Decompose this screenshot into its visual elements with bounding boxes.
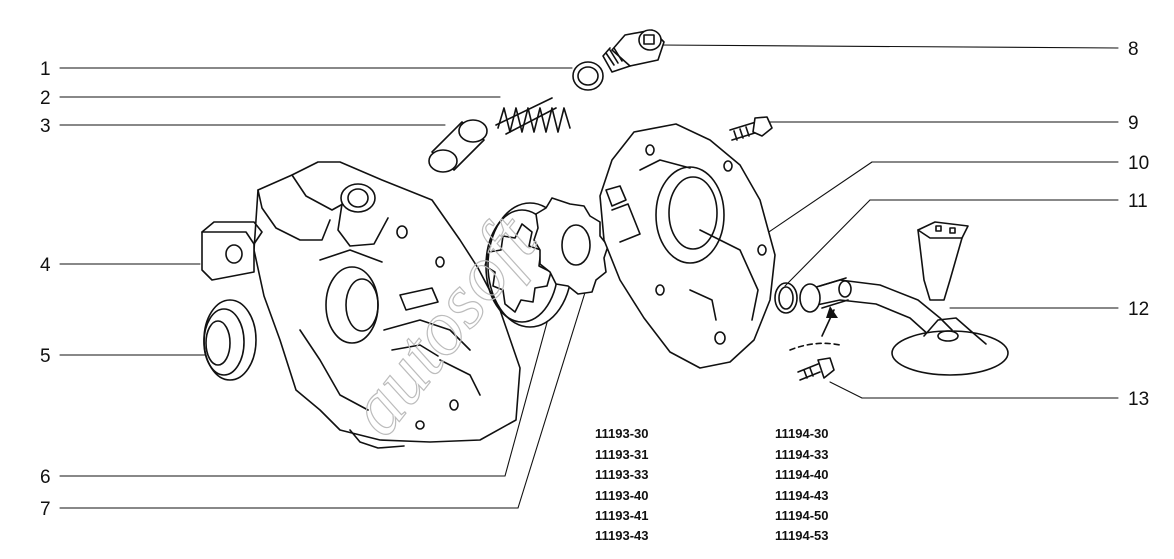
spring-part bbox=[495, 97, 571, 135]
part-code: 11193-41 bbox=[595, 508, 649, 523]
callout-numbers: 1 2 3 4 5 6 7 8 9 10 11 12 13 bbox=[40, 39, 1149, 520]
pump-cover-part bbox=[599, 123, 776, 369]
mounting-bracket-part bbox=[201, 221, 263, 281]
leader-lines bbox=[59, 44, 1119, 509]
part-code: 11194-33 bbox=[775, 447, 829, 462]
callout-6: 6 bbox=[40, 467, 51, 488]
bolt-part bbox=[729, 116, 773, 141]
valve-piston-part bbox=[428, 119, 488, 173]
pump-housing-part bbox=[253, 161, 521, 449]
callout-9: 9 bbox=[1128, 113, 1139, 134]
callout-1: 1 bbox=[40, 59, 51, 80]
part-code: 11194-30 bbox=[775, 426, 829, 441]
screw-part bbox=[789, 309, 841, 381]
part-code: 11194-43 bbox=[775, 488, 829, 503]
callout-2: 2 bbox=[40, 88, 51, 109]
part-code: 11194-40 bbox=[775, 467, 829, 482]
plug-screw-part bbox=[602, 29, 665, 73]
part-code: 11194-53 bbox=[775, 528, 829, 543]
callout-5: 5 bbox=[40, 346, 51, 367]
part-code: 11194-50 bbox=[775, 508, 829, 523]
part-code: 11193-40 bbox=[595, 488, 649, 503]
inner-rotor-part bbox=[533, 197, 609, 295]
callout-4: 4 bbox=[40, 255, 51, 276]
callout-11: 11 bbox=[1128, 191, 1148, 212]
callout-10: 10 bbox=[1128, 153, 1149, 174]
part-codes-left: 11193-30 11193-31 11193-33 11193-40 1119… bbox=[595, 426, 649, 543]
part-code: 11193-33 bbox=[595, 467, 649, 482]
arrow-icon bbox=[826, 306, 838, 318]
suction-pipe-part bbox=[799, 221, 1009, 376]
callout-12: 12 bbox=[1128, 299, 1149, 320]
part-code: 11193-31 bbox=[595, 447, 649, 462]
part-codes-right: 11194-30 11194-33 11194-40 11194-43 1119… bbox=[775, 426, 829, 543]
callout-3: 3 bbox=[40, 116, 51, 137]
o-ring-part bbox=[774, 282, 798, 314]
callout-8: 8 bbox=[1128, 39, 1139, 60]
part-code: 11193-30 bbox=[595, 426, 649, 441]
callout-13: 13 bbox=[1128, 389, 1149, 410]
shaft-seal-part bbox=[203, 299, 257, 381]
callout-7: 7 bbox=[40, 499, 51, 520]
part-code: 11193-43 bbox=[595, 528, 649, 543]
seal-ring-part bbox=[572, 61, 604, 91]
